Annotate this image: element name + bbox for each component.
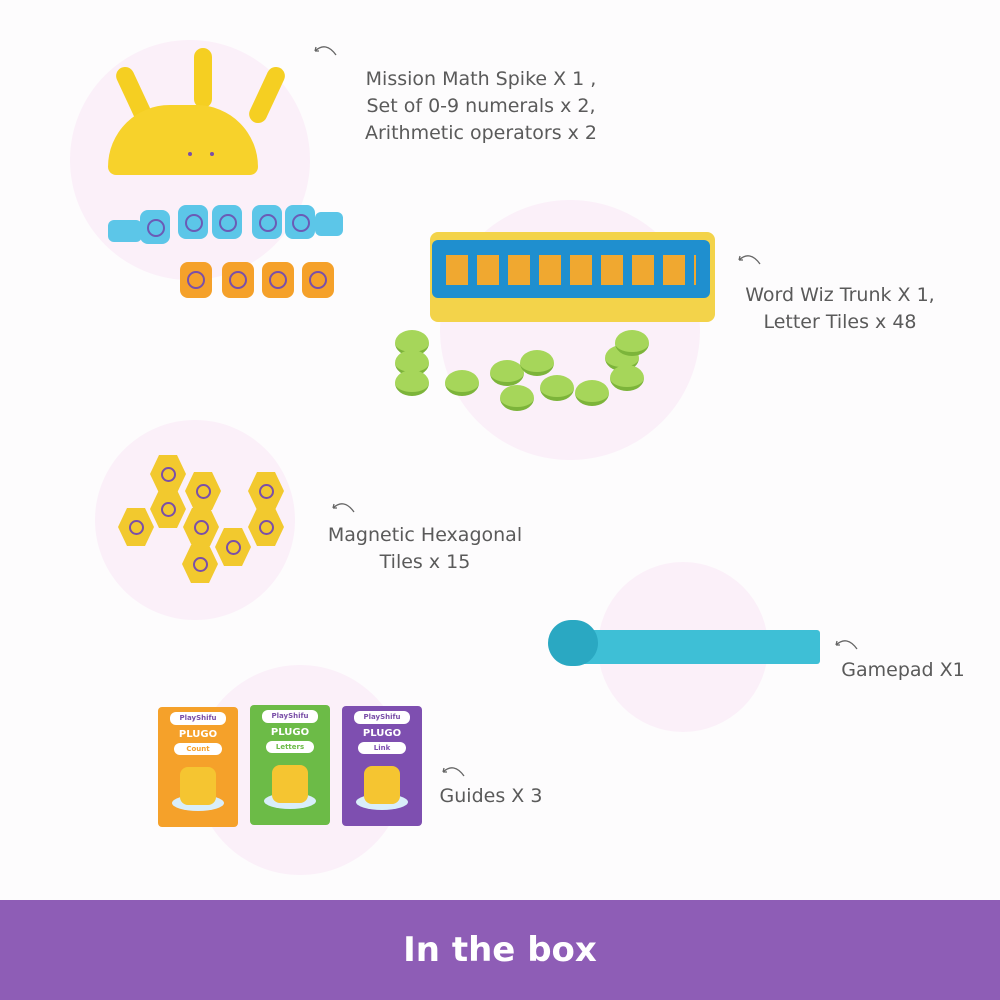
guide-brand: PlayShifu — [354, 711, 410, 724]
label-line: Magnetic Hexagonal — [327, 524, 523, 546]
label-line: Letter Tiles x 48 — [763, 311, 917, 333]
guide-brand: PlayShifu — [262, 710, 318, 723]
guide-card-link: PlayShifu PLUGO Link — [342, 706, 422, 826]
guide-brand: PlayShifu — [170, 712, 226, 725]
label-line: Guides X 3 — [439, 785, 543, 807]
label-math-spike: Mission Math Spike X 1 , Set of 0-9 nume… — [350, 66, 612, 147]
guide-subtitle: Count — [174, 743, 222, 755]
label-line: Arithmetic operators x 2 — [364, 122, 598, 144]
curved-arrow-icon — [738, 255, 761, 265]
curved-arrow-icon — [835, 640, 858, 650]
guide-subtitle: Letters — [266, 741, 314, 753]
guide-title: PLUGO — [362, 728, 402, 739]
label-word-wiz: Word Wiz Trunk X 1, Letter Tiles x 48 — [730, 282, 950, 336]
footer-title: In the box — [403, 930, 597, 970]
label-line: Gamepad X1 — [841, 659, 965, 681]
guide-subtitle: Link — [358, 742, 406, 754]
label-line: Word Wiz Trunk X 1, — [745, 284, 935, 306]
label-guides: Guides X 3 — [436, 783, 546, 810]
curved-arrow-icon — [314, 46, 337, 56]
label-gamepad: Gamepad X1 — [828, 657, 978, 684]
curved-arrow-icon — [332, 503, 355, 513]
guide-title: PLUGO — [270, 727, 310, 738]
guide-card-letters: PlayShifu PLUGO Letters — [250, 705, 330, 825]
label-hex-tiles: Magnetic Hexagonal Tiles x 15 — [315, 522, 535, 576]
label-line: Mission Math Spike X 1 , — [365, 68, 597, 90]
guide-card-count: PlayShifu PLUGO Count — [158, 707, 238, 827]
guide-title: PLUGO — [178, 729, 218, 740]
label-line: Tiles x 15 — [379, 551, 471, 573]
curved-arrow-icon — [442, 767, 465, 777]
label-line: Set of 0-9 numerals x 2, — [366, 95, 596, 117]
footer-banner: In the box — [0, 900, 1000, 1000]
